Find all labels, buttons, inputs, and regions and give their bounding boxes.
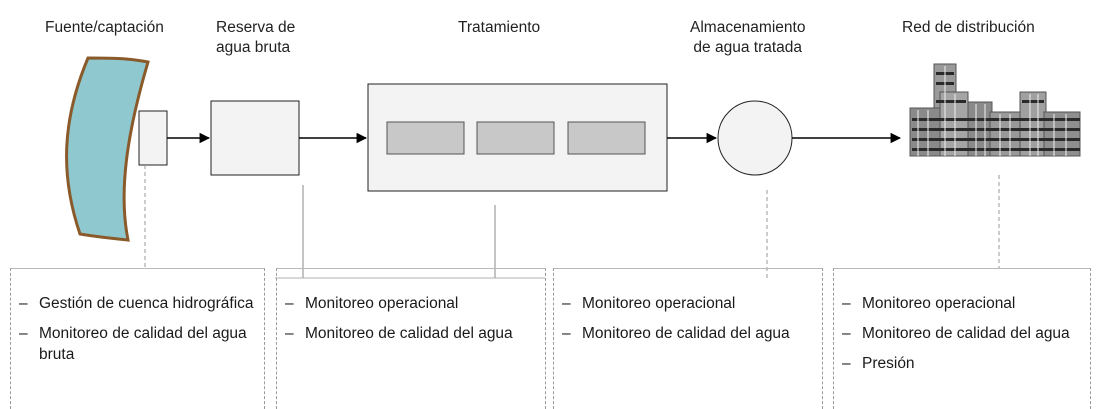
list-item: –Presión: [842, 355, 915, 372]
panel-almacenamiento: –Monitoreo operacional –Monitoreo de cal…: [553, 268, 823, 409]
stage-title-red: Red de distribución: [902, 19, 1035, 36]
panel-red-list: –Monitoreo operacional –Monitoreo de cal…: [834, 269, 1090, 374]
stage-title-reserva-line1: Reserva de: [216, 19, 296, 36]
list-item: –Monitoreo de calidad del agua: [285, 325, 513, 342]
storage-tank-circle: [717, 100, 793, 176]
river-source-icon: [65, 56, 150, 242]
panel-almacenamiento-list: –Monitoreo operacional –Monitoreo de cal…: [554, 269, 822, 344]
list-item: –Monitoreo de calidad del agua: [842, 325, 1070, 342]
panel-reserva-tratamiento: –Monitoreo operacional –Monitoreo de cal…: [276, 268, 546, 409]
raw-water-reserve-box: [210, 100, 300, 176]
stage-title-almacenamiento: Almacenamiento de agua tratada: [690, 18, 805, 58]
panel-reserva-list: –Monitoreo operacional –Monitoreo de cal…: [277, 269, 545, 344]
list-item: –Monitoreo de calidad del agua bruta: [19, 325, 247, 363]
intake-box: [138, 110, 168, 166]
stage-title-reserva-line2: agua bruta: [216, 39, 291, 56]
treatment-unit-3: [567, 121, 646, 155]
panel-fuente-list: –Gestión de cuenca hidrográfica –Monitor…: [11, 269, 264, 365]
list-item: –Monitoreo operacional: [285, 295, 459, 312]
stage-title-reserva: Reserva de agua bruta: [216, 18, 295, 58]
panel-red: –Monitoreo operacional –Monitoreo de cal…: [833, 268, 1091, 409]
stage-title-fuente: Fuente/captación: [45, 19, 164, 36]
stage-title-alm-line2: de agua tratada: [693, 39, 803, 56]
list-item: –Gestión de cuenca hidrográfica: [19, 295, 254, 312]
treatment-unit-1: [386, 121, 465, 155]
list-item: –Monitoreo de calidad del agua: [562, 325, 790, 342]
list-item: –Monitoreo operacional: [842, 295, 1016, 312]
list-item: –Monitoreo operacional: [562, 295, 736, 312]
stage-title-alm-line1: Almacenamiento: [690, 19, 806, 36]
panel-fuente: –Gestión de cuenca hidrográfica –Monitor…: [10, 268, 265, 409]
treatment-unit-2: [476, 121, 555, 155]
stage-title-tratamiento: Tratamiento: [458, 19, 541, 36]
city-buildings-icon: [909, 63, 1081, 157]
